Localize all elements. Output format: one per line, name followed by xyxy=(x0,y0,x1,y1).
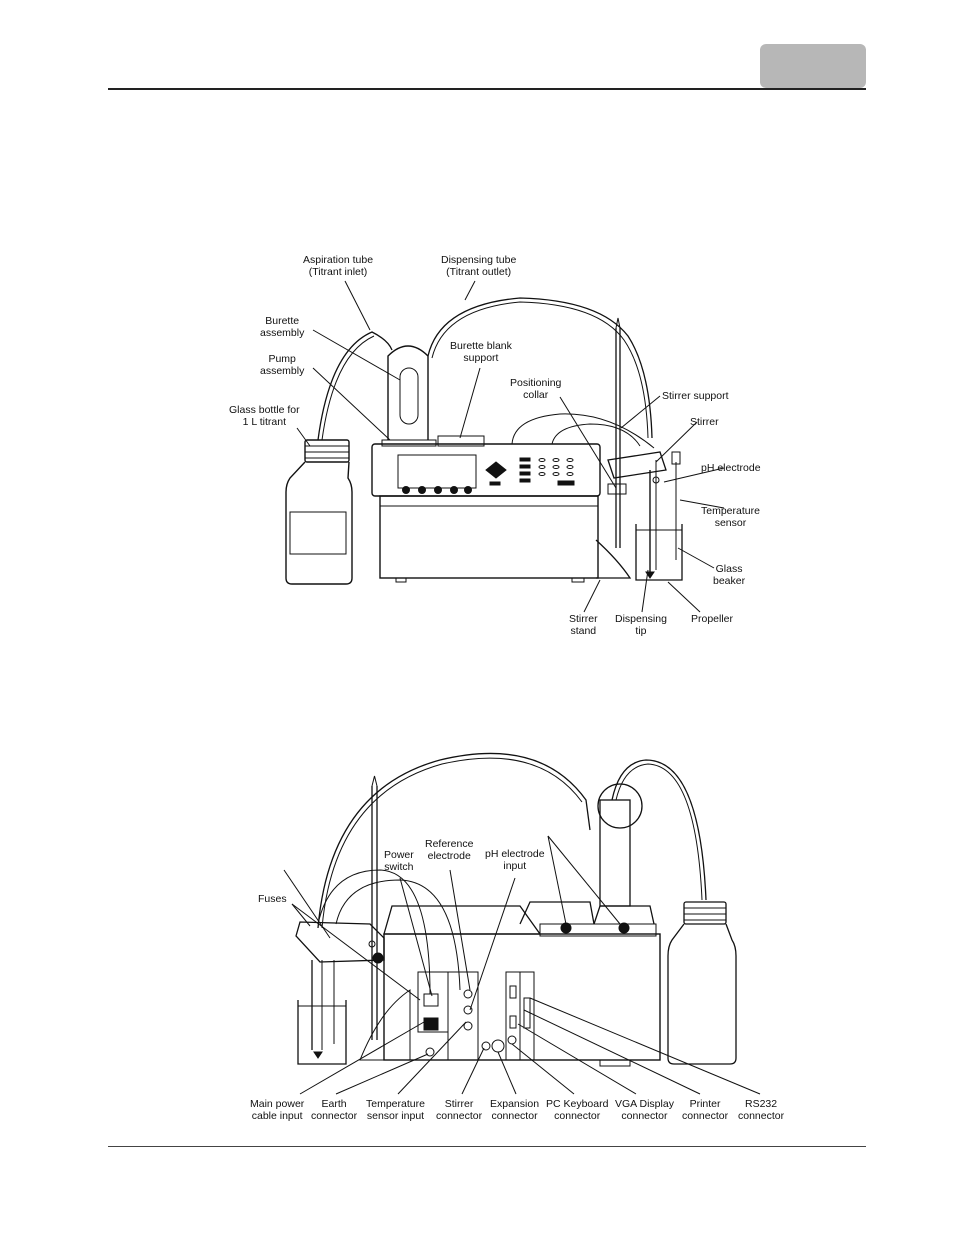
rear-unit-drawing xyxy=(359,905,661,1067)
label-ph-electrode: pH electrode xyxy=(701,462,761,474)
label-stirrer-support: Stirrer support xyxy=(662,390,729,402)
footer-rule xyxy=(108,1146,866,1147)
titrator-unit-drawing xyxy=(371,435,601,583)
label-fuses: Fuses xyxy=(258,893,287,905)
label-propeller: Propeller xyxy=(691,613,734,625)
rear-stirrer-drawing xyxy=(295,921,385,1065)
label-aspiration-tube: Aspiration tube(Titrant inlet) xyxy=(303,254,374,278)
stirrer-stand-drawing xyxy=(595,317,667,579)
label-stirrer: Stirrer xyxy=(690,416,719,428)
titrant-bottle-drawing xyxy=(285,439,353,585)
beaker-drawing xyxy=(635,451,683,581)
chapter-tab xyxy=(760,44,866,88)
header-rule xyxy=(108,88,866,90)
rear-burette-drawing xyxy=(519,783,657,937)
rear-bottle-drawing xyxy=(667,901,737,1065)
label-dispensing-tube: Dispensing tube(Titrant outlet) xyxy=(441,254,517,278)
